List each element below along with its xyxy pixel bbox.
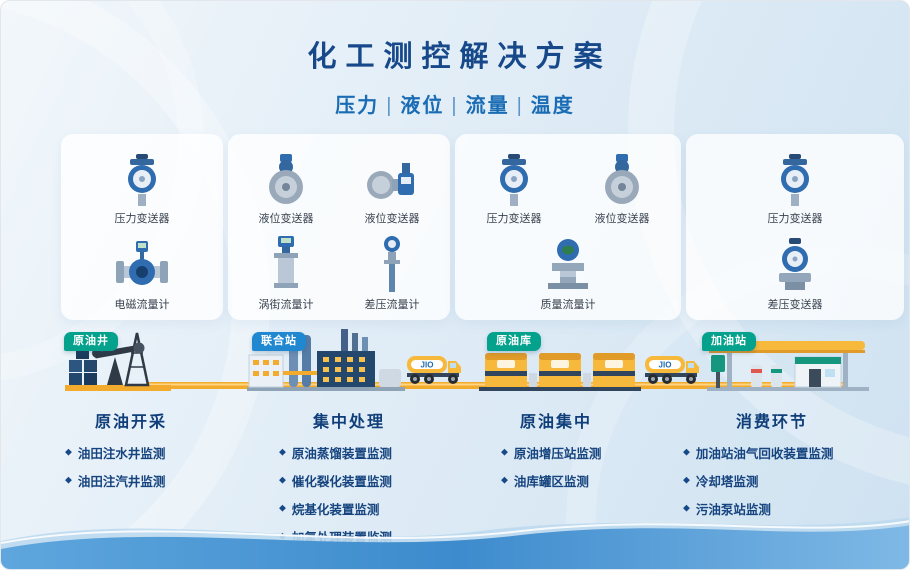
- product-item: 电磁流量计: [67, 230, 217, 312]
- tanker-truck-icon: JIO: [407, 356, 461, 384]
- diamond-bullet-icon: ◆: [65, 446, 72, 457]
- svg-text:JIO: JIO: [659, 361, 672, 370]
- section-title: 集中处理: [312, 414, 385, 431]
- monitor-item: ◆ 油库罐区监测: [501, 471, 611, 490]
- pressure-transmitter-icon: [772, 151, 818, 207]
- monitor-item-label: 原油蒸馏装置监测: [291, 447, 392, 461]
- monitor-item: ◆ 污油泵站监测: [683, 499, 861, 518]
- monitor-item-label: 催化裂化装置监测: [291, 475, 392, 489]
- product-item: 差压流量计: [340, 230, 444, 312]
- monitor-item: ◆ 加油站油气回收装置监测: [683, 443, 861, 462]
- monitor-item-label: 油田注水井监测: [77, 447, 166, 461]
- subtitle-part: 液位: [400, 95, 445, 117]
- monitor-item-label: 烷基化装置监测: [291, 503, 380, 517]
- pressure-transmitter-icon: [119, 151, 165, 207]
- subtitle-part: 流量: [465, 95, 510, 117]
- monitor-item-label: 油库罐区监测: [513, 475, 589, 489]
- pressure-transmitter-icon: [491, 151, 537, 207]
- product-item: 压力变送器: [461, 144, 567, 226]
- diamond-bullet-icon: ◆: [279, 446, 286, 457]
- monitor-item: ◆ 原油蒸馏装置监测: [279, 443, 419, 462]
- product-card-consume: 压力变送器 差压变送器: [686, 134, 904, 320]
- product-item: 差压变送器: [692, 230, 898, 312]
- product-label: 压力变送器: [767, 213, 823, 225]
- subtitle: 压力 | 液位 | 流量 | 温度: [1, 89, 909, 118]
- product-item: 液位变送器: [340, 144, 444, 226]
- product-label: 差压流量计: [364, 299, 420, 311]
- product-item: 质量流量计: [461, 230, 675, 312]
- product-item: 液位变送器: [569, 144, 675, 226]
- monitor-item: ◆ 油田注水井监测: [65, 443, 197, 462]
- monitor-item-label: 污油泵站监测: [695, 503, 771, 517]
- diamond-bullet-icon: ◆: [501, 446, 508, 457]
- product-label: 液位变送器: [258, 213, 314, 225]
- monitor-item-label: 加油站油气回收装置监测: [695, 447, 834, 461]
- diamond-bullet-icon: ◆: [683, 446, 690, 457]
- monitor-item-label: 原油增压站监测: [513, 447, 602, 461]
- product-item: 涡街流量计: [234, 230, 338, 312]
- mass-flowmeter-icon: [539, 237, 597, 293]
- diamond-bullet-icon: ◆: [501, 474, 508, 485]
- diamond-bullet-icon: ◆: [65, 474, 72, 485]
- product-label: 电磁流量计: [114, 299, 170, 311]
- product-item: 压力变送器: [67, 144, 217, 226]
- section-title: 原油集中: [519, 414, 592, 431]
- monitor-item: ◆ 油田注汽井监测: [65, 471, 197, 490]
- diamond-bullet-icon: ◆: [279, 502, 286, 513]
- product-label: 液位变送器: [594, 213, 650, 225]
- monitor-item: ◆ 冷却塔监测: [683, 471, 861, 490]
- level-transmitter-flange-icon: [258, 151, 314, 207]
- product-item: 压力变送器: [692, 144, 898, 226]
- monitor-item-label: 冷却塔监测: [695, 475, 759, 489]
- oil-depot-illustration: [479, 353, 641, 391]
- product-label: 压力变送器: [486, 213, 542, 225]
- diamond-bullet-icon: ◆: [683, 502, 690, 513]
- product-item: 液位变送器: [234, 144, 338, 226]
- product-label: 液位变送器: [364, 213, 420, 225]
- subtitle-divider: |: [516, 95, 524, 117]
- product-cards-row: 压力变送器 电磁流量计 液位变送器 液位变送器: [61, 134, 904, 320]
- section-title: 原油开采: [94, 414, 167, 431]
- stage-badge-oil-depot: 原油库: [487, 332, 541, 351]
- monitor-item: ◆ 烷基化装置监测: [279, 499, 419, 518]
- electromagnetic-flowmeter-icon: [113, 237, 171, 293]
- stage-badge-combined-station: 联合站: [252, 332, 306, 351]
- dp-transmitter-icon: [770, 237, 820, 293]
- stage-badge-oil-well: 原油井: [64, 332, 118, 351]
- level-transmitter-icon: [364, 151, 420, 207]
- section-collection: 原油集中 ◆ 原油增压站监测 ◆ 油库罐区监测: [501, 408, 611, 490]
- product-card-depot: 压力变送器 液位变送器 质量流量计: [455, 134, 681, 320]
- product-label: 差压变送器: [767, 299, 823, 311]
- subtitle-part: 温度: [530, 95, 575, 117]
- section-extraction: 原油开采 ◆ 油田注水井监测 ◆ 油田注汽井监测: [65, 408, 197, 490]
- section-list: ◆ 原油增压站监测 ◆ 油库罐区监测: [501, 443, 611, 490]
- product-label: 涡街流量计: [258, 299, 314, 311]
- product-card-station: 液位变送器 液位变送器 涡街流量计 差压流量计: [228, 134, 450, 320]
- monitor-item-label: 油田注汽井监测: [77, 475, 166, 489]
- product-card-well: 压力变送器 电磁流量计: [61, 134, 223, 320]
- dp-flowmeter-icon: [372, 236, 412, 293]
- oil-well-illustration: [65, 332, 171, 391]
- product-label: 质量流量计: [540, 299, 596, 311]
- subtitle-part: 压力: [335, 95, 380, 117]
- diamond-bullet-icon: ◆: [683, 474, 690, 485]
- stage-badge-gas-station: 加油站: [702, 332, 756, 351]
- vortex-flowmeter-icon: [266, 236, 306, 293]
- subtitle-divider: |: [386, 95, 394, 117]
- header: 化工测控解决方案 压力 | 液位 | 流量 | 温度: [1, 33, 909, 118]
- tanker-truck-icon: JIO: [645, 356, 699, 384]
- bottom-wave-decoration: [1, 517, 909, 569]
- monitor-item: ◆ 催化裂化装置监测: [279, 471, 419, 490]
- subtitle-divider: |: [451, 95, 459, 117]
- monitor-item: ◆ 原油增压站监测: [501, 443, 611, 462]
- section-list: ◆ 油田注水井监测 ◆ 油田注汽井监测: [65, 443, 197, 490]
- diamond-bullet-icon: ◆: [279, 474, 286, 485]
- level-transmitter-flange-icon: [594, 151, 650, 207]
- svg-text:JIO: JIO: [421, 361, 434, 370]
- section-title: 消费环节: [735, 414, 808, 431]
- process-flow-illustration: JIO: [65, 329, 869, 391]
- page-title: 化工测控解决方案: [307, 41, 612, 73]
- product-label: 压力变送器: [114, 213, 170, 225]
